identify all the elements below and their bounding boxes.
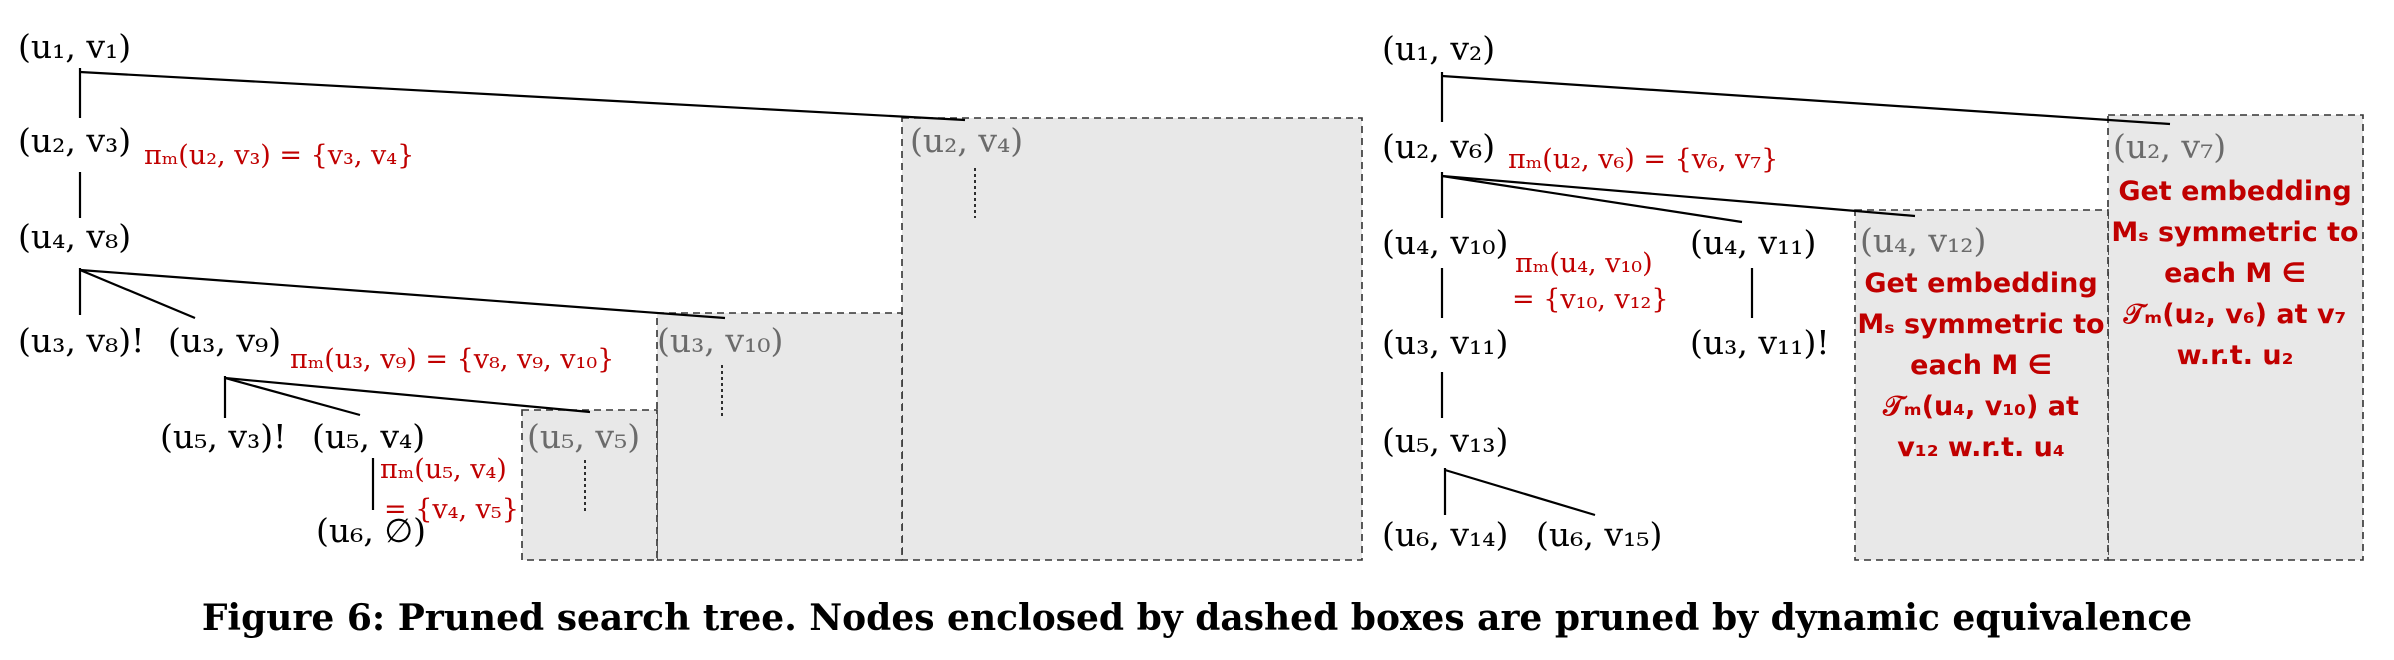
edge-u3v9-u5v4 [224,376,361,417]
node-u4v10: (u₄, v₁₀) [1382,223,1508,262]
right-tree: (u₁, v₂) (u₂, v₆) (u₂, v₇) (u₄, v₁₀) (u₄… [1382,29,2364,561]
figure-caption: Figure 6: Pruned search tree. Nodes encl… [202,597,2192,639]
node-u5v5: (u₅, v₅) [527,417,640,456]
annotation-pi-u4v10-line1: πₘ(u₄, v₁₀) [1515,248,1653,279]
box-u4v12-text-line5: v₁₂ w.r.t. u₄ [1897,432,2064,463]
box-u4v12-text-line4: 𝒯ₘ(u₄, v₁₀) at [1882,391,2079,422]
node-u6v15: (u₆, v₁₅) [1536,515,1662,554]
edge-u4v8-u3v9 [79,268,196,320]
pruned-box-u4v12 [1854,209,2109,561]
edge-u2v6-u4v12 [1441,174,1916,218]
box-u2v7-text-line4: 𝒯ₘ(u₂, v₆) at v₇ [2123,299,2347,330]
box-u4v12-text-line3: each M ∈ [1910,350,2052,381]
annotation-pi-u5v4-line1: πₘ(u₅, v₄) [380,454,507,485]
annotation-pi-u2v6: πₘ(u₂, v₆) = {v₆, v₇} [1508,144,1778,175]
edge-u1v1-u2v4 [79,70,966,122]
pruned-box-u3v10 [656,312,903,561]
node-u5v4: (u₅, v₄) [312,417,425,456]
node-u4v12: (u₄, v₁₂) [1860,221,1986,260]
box-u2v7-text-line1: Get embedding [2118,176,2351,207]
node-u3v9: (u₃, v₉) [168,321,281,360]
node-u2v6: (u₂, v₆) [1382,127,1495,166]
node-u2v7: (u₂, v₇) [2113,127,2226,166]
annotation-pi-u2v3: πₘ(u₂, v₃) = {v₃, v₄} [144,140,414,171]
node-u3v10: (u₃, v₁₀) [657,321,783,360]
node-u6v14: (u₆, v₁₄) [1382,515,1508,554]
node-u6empty: (u₆, ∅) [316,511,426,550]
edge-u1v2-u2v7 [1441,74,2171,126]
node-u3v8: (u₃, v₈)! [18,321,144,360]
edge-u4v8-u3v10 [79,268,726,320]
box-u2v7-text-line2: Mₛ symmetric to [2111,217,2358,248]
box-u2v7-text-line5: w.r.t. u₂ [2177,340,2294,371]
box-u4v12-text-line1: Get embedding [1864,268,2097,299]
node-u1v2: (u₁, v₂) [1382,29,1495,68]
node-u4v8: (u₄, v₈) [18,217,131,256]
node-u3v11b: (u₃, v₁₁)! [1690,323,1830,362]
node-u4v11: (u₄, v₁₁) [1690,223,1816,262]
annotation-pi-u4v10-line2: = {v₁₀, v₁₂} [1512,284,1669,315]
node-u2v4: (u₂, v₄) [910,121,1023,160]
box-u2v7-text-line3: each M ∈ [2164,258,2306,289]
annotation-pi-u5v4-line2: = {v₄, v₅} [384,494,519,525]
annotation-pi-u3v9: πₘ(u₃, v₉) = {v₈, v₉, v₁₀} [290,344,614,375]
pruned-box-u5v5 [521,409,658,561]
edge-u3v9-u5v5 [224,376,591,414]
edge-u2v6-u4v11 [1441,174,1743,224]
node-u3v11a: (u₃, v₁₁) [1382,323,1508,362]
node-u2v3: (u₂, v₃) [18,121,131,160]
edge-u5v13-u6v15 [1444,468,1596,517]
pruned-box-u2v4 [901,117,1363,561]
node-u5v13: (u₅, v₁₃) [1382,421,1508,460]
node-u1v1: (u₁, v₁) [18,27,131,66]
box-u4v12-text-line2: Mₛ symmetric to [1857,309,2104,340]
left-tree: (u₁, v₁) (u₂, v₃) (u₂, v₄) (u₄, v₈) (u₃,… [18,27,1363,561]
node-u5v3: (u₅, v₃)! [160,417,286,456]
